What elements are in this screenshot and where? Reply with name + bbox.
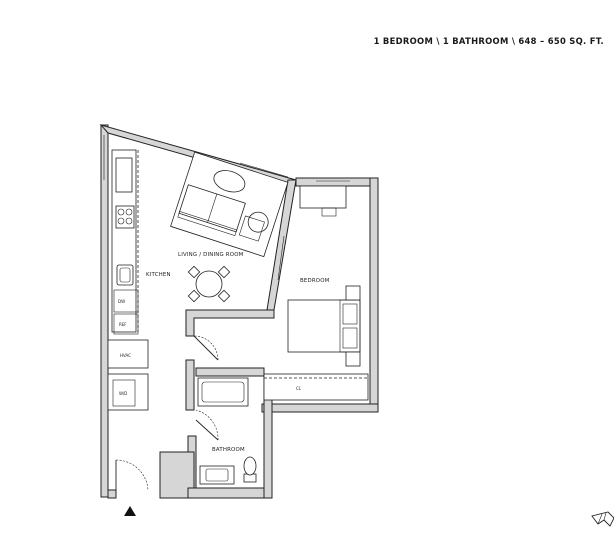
room-label-bathroom: BATHROOM — [212, 447, 245, 453]
toilet-icon — [243, 456, 257, 483]
dresser — [299, 185, 347, 209]
coffee-table — [213, 170, 246, 193]
bed — [287, 299, 361, 353]
windows — [103, 135, 350, 281]
refrigerator — [113, 313, 139, 335]
bedroom: BEDROOM CL — [263, 185, 369, 401]
cooktop-icon — [115, 205, 135, 229]
washer-dryer-closet — [107, 373, 149, 411]
doors — [115, 335, 219, 491]
svg-text:DW: DW — [118, 299, 125, 304]
dining-table — [187, 265, 231, 303]
living-dining: LIVING / DINING ROOM — [170, 151, 289, 303]
entry-arrow-icon — [124, 506, 136, 516]
upper-cabinet — [115, 157, 133, 193]
svg-text:REF: REF — [119, 322, 127, 327]
room-label-kitchen: KITCHEN — [146, 272, 171, 278]
dishwasher — [113, 289, 139, 313]
kitchen: DW REF HVAC W/D KITCHEN — [107, 149, 171, 411]
nightstand-bottom — [345, 351, 361, 367]
compass-icon — [591, 511, 614, 527]
unit-summary: 1 BEDROOM \ 1 BATHROOM \ 648 – 650 SQ. F… — [373, 36, 604, 46]
bathtub — [197, 377, 249, 407]
nightstand-top — [345, 285, 361, 301]
svg-text:HVAC: HVAC — [120, 353, 131, 358]
bathroom: BATHROOM — [197, 377, 257, 485]
svg-text:W/D: W/D — [119, 391, 127, 396]
svg-text:CL: CL — [296, 386, 302, 391]
sink-icon — [116, 264, 134, 286]
vanity — [199, 465, 235, 485]
room-label-bedroom: BEDROOM — [300, 278, 330, 284]
room-label-living: LIVING / DINING ROOM — [178, 252, 244, 258]
hvac-closet — [107, 339, 149, 369]
armchair — [247, 211, 269, 233]
